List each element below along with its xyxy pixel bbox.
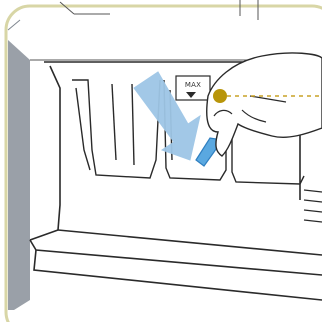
callout-dot-icon (213, 89, 227, 103)
max-fill-label: MAX (176, 81, 210, 89)
machine-side-panel (8, 40, 30, 310)
